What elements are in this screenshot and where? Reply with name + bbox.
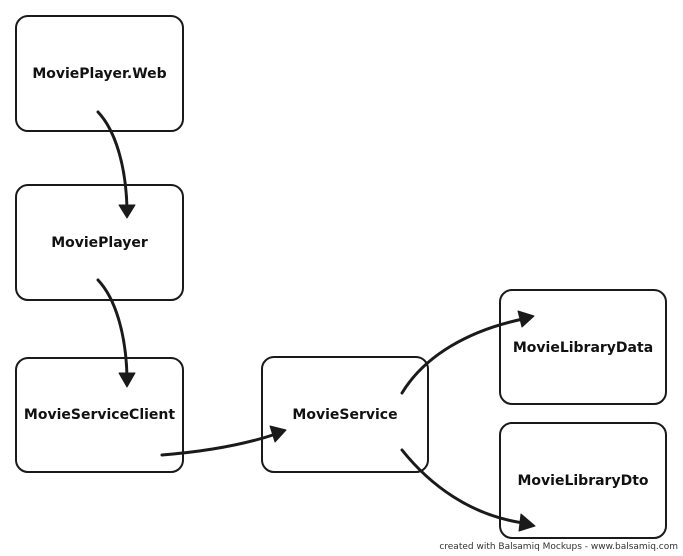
node-box <box>499 289 667 405</box>
edge-line <box>400 317 525 395</box>
node-label: MovieServiceClient <box>24 407 176 423</box>
node-movieplayer: MoviePlayer <box>15 184 184 301</box>
edge-movieservice-to-movielibrarydata <box>400 310 535 395</box>
arrow-head-icon <box>118 204 136 219</box>
node-label: MovieService <box>292 407 397 423</box>
footer-credit: created with Balsamiq Mockups - www.bals… <box>439 542 678 552</box>
node-box <box>15 15 184 132</box>
arrow-head-icon <box>269 425 287 443</box>
edge-line <box>400 448 525 525</box>
node-movieserviceclient: MovieServiceClient <box>15 357 184 473</box>
edge-movieservice-to-movielibrarydto <box>400 448 536 532</box>
edge-line <box>96 110 129 211</box>
node-label: MoviePlayer <box>51 235 148 251</box>
node-box <box>261 356 429 473</box>
node-box <box>15 357 184 473</box>
node-label: MovieLibraryData <box>513 340 653 356</box>
edge-movieserviceclient-to-movieservice <box>160 425 287 457</box>
edge-line <box>160 432 278 457</box>
node-movieplayer-web: MoviePlayer.Web <box>15 15 184 132</box>
edge-movieplayer-web-to-movieplayer <box>96 110 136 219</box>
node-box <box>499 422 667 539</box>
edge-movieplayer-to-movieserviceclient <box>96 278 136 388</box>
node-box <box>15 184 184 301</box>
node-movielibrarydto: MovieLibraryDto <box>499 422 667 539</box>
node-movielibrarydata: MovieLibraryData <box>499 289 667 405</box>
node-label: MovieLibraryDto <box>517 473 648 489</box>
arrow-head-icon <box>517 310 535 328</box>
node-movieservice: MovieService <box>261 356 429 473</box>
node-label: MoviePlayer.Web <box>32 66 166 82</box>
edge-line <box>96 278 129 379</box>
arrow-head-icon <box>518 513 536 532</box>
arrow-head-icon <box>118 372 136 388</box>
